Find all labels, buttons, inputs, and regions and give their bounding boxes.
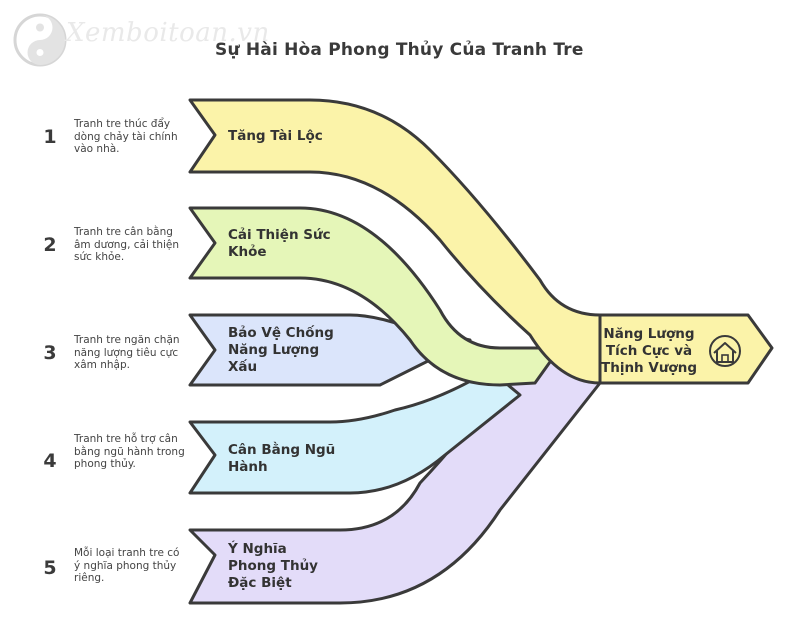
step-description-3: Tranh tre ngăn chặn năng lượng tiêu cực …	[74, 334, 180, 371]
step-number-3: 3	[43, 342, 57, 364]
page-title: Sự Hài Hòa Phong Thủy Của Tranh Tre	[215, 40, 584, 60]
step-description-1: Tranh tre thúc đẩy dòng chảy tài chính v…	[74, 118, 178, 155]
watermark-text: Xemboitoan.vn	[66, 18, 270, 48]
branch-label-3: Bảo Vệ Chống Năng Lượng Xấu	[228, 325, 334, 375]
step-description-4: Tranh tre hỗ trợ cân bằng ngũ hành trong…	[74, 433, 185, 470]
branch-1-band	[188, 98, 602, 385]
branch-2-band	[188, 206, 562, 387]
step-number-2: 2	[43, 234, 57, 256]
branch-label-1: Tăng Tài Lộc	[228, 128, 323, 144]
step-description-2: Tranh tre cân bằng âm dương, cải thiện s…	[74, 226, 180, 263]
house-icon	[709, 335, 741, 367]
branch-label-4: Cân Bằng Ngũ Hành	[228, 442, 336, 475]
branch-label-5: Ý Nghĩa Phong Thủy Đặc Biệt	[228, 541, 318, 591]
step-number-4: 4	[43, 450, 57, 472]
yin-yang-logo-icon	[13, 13, 67, 67]
step-number-1: 1	[43, 126, 57, 148]
step-description-5: Mỗi loại tranh tre có ý nghĩa phong thủy…	[74, 547, 180, 584]
step-number-5: 5	[43, 557, 57, 579]
result-label: Năng Lượng Tích Cực và Thịnh Vượng	[601, 326, 697, 376]
branch-label-2: Cải Thiện Sức Khỏe	[228, 227, 331, 260]
